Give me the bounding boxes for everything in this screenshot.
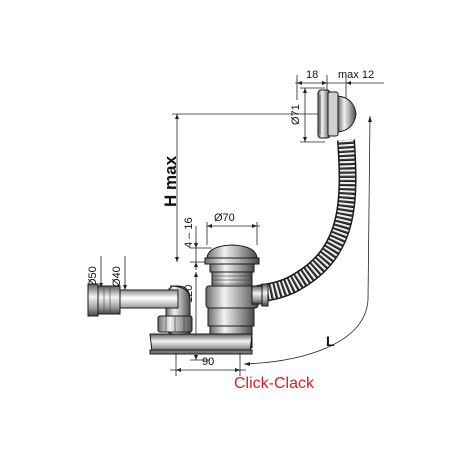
dim-d71-label: Ø71 xyxy=(290,104,302,125)
d71-dimension: Ø71 xyxy=(290,87,325,143)
w90-dimension: 90 xyxy=(170,352,246,376)
dim-4-16-label: 4 – 16 xyxy=(183,217,195,248)
dim-hmax-label: H max xyxy=(161,155,180,207)
product-caption: Click-Clack xyxy=(234,375,315,392)
d70-dimension: Ø70 xyxy=(206,212,260,245)
length-L-dimension: L xyxy=(243,115,372,366)
dim-d70-label: Ø70 xyxy=(214,212,235,224)
dim-d50-label: Ø50 xyxy=(87,266,99,287)
overflow-head xyxy=(317,89,357,139)
dim-d40-label: Ø40 xyxy=(111,266,123,287)
hmax-dimension: H max xyxy=(161,113,330,262)
dim-L-label: L xyxy=(326,333,335,349)
dim-90-label: 90 xyxy=(202,356,214,368)
top-dimension-18-max12: 18 max 12 xyxy=(295,69,384,100)
dim-18-label: 18 xyxy=(306,69,318,81)
waste-body xyxy=(149,244,269,355)
flexible-overflow-hose xyxy=(256,139,357,303)
dim-max12-label: max 12 xyxy=(338,69,374,81)
outlet-pipe xyxy=(87,283,193,335)
range-4-16-dimension: 4 – 16 xyxy=(183,217,212,270)
